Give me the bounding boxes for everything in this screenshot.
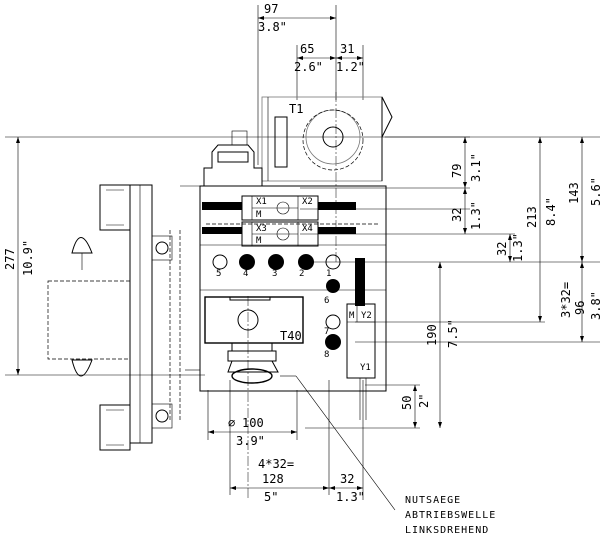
dim-190-in: 7.5" (446, 319, 460, 348)
dim-143-in: 5.6" (589, 177, 603, 206)
dim-4x32-mm: 128 (262, 472, 284, 486)
dim-213-mm: 213 (525, 206, 539, 228)
label-m-y2: M (349, 311, 355, 321)
dim-dia-in: 3.9" (236, 434, 265, 448)
dim-3x32-mm: 96 (573, 301, 587, 315)
dim-31-mm: 31 (340, 42, 354, 56)
note-block: NUTSAEGE ABTRIEBSWELLE LINKSDREHEND (405, 495, 496, 536)
dim-3x32-in: 3.8" (589, 291, 603, 320)
hole-label-5: 5 (216, 269, 221, 279)
dim-32-bottom-mm: 32 (340, 472, 354, 486)
note-line-3: LINKSDREHEND (405, 525, 489, 536)
dim-50-in: 2" (417, 394, 431, 408)
diameter-symbol: ⌀ (228, 416, 235, 430)
label-x2: X2 (302, 197, 313, 207)
dim-4x32-in: 5" (264, 490, 278, 504)
label-x4: X4 (302, 224, 313, 234)
hole-label-8: 8 (324, 350, 329, 360)
dim-65-in: 2.6" (294, 60, 323, 74)
label-t40: T40 (280, 329, 302, 343)
dim-dia-mm: 100 (242, 416, 264, 430)
hole-label-4: 4 (243, 269, 248, 279)
dim-3x32-label: 3*32= (559, 282, 573, 318)
dim-4x32-label: 4*32= (258, 457, 294, 471)
hole-label-6: 6 (324, 296, 329, 306)
dim-65-mm: 65 (300, 42, 314, 56)
dim-79-in: 3.1" (469, 153, 483, 182)
drawing-geometry (5, 5, 600, 511)
label-x1: X1 (256, 197, 267, 207)
dim-32-bottom-in: 1.3" (336, 490, 365, 504)
dim-190-mm: 190 (425, 324, 439, 346)
dim-79-mm: 79 (450, 164, 464, 178)
dim-50-mm: 50 (400, 396, 414, 410)
dim-97-in: 3.8" (258, 20, 287, 34)
dim-32b-in: 1.3" (511, 233, 525, 262)
dim-213-in: 8.4" (544, 197, 558, 226)
dim-32a-in: 1.3" (469, 201, 483, 230)
label-y2: Y2 (361, 311, 372, 321)
dimension-labels: 97 3.8" 65 2.6" 31 1.2" 277 10.9" 79 3.1… (3, 2, 603, 504)
label-x3: X3 (256, 224, 267, 234)
label-t1: T1 (289, 102, 303, 116)
hole-label-3: 3 (272, 269, 277, 279)
dim-277-in: 10.9" (21, 240, 35, 276)
dim-97-mm: 97 (264, 2, 278, 16)
label-m-top2: M (256, 236, 262, 246)
dim-143-mm: 143 (567, 182, 581, 204)
hole-label-1: 1 (326, 269, 331, 279)
note-line-1: NUTSAEGE (405, 495, 461, 506)
label-m-top1: M (256, 210, 262, 220)
hole-label-7: 7 (324, 327, 329, 337)
hole-label-2: 2 (299, 269, 304, 279)
note-line-2: ABTRIEBSWELLE (405, 510, 496, 521)
dim-32a-mm: 32 (450, 208, 464, 222)
dim-277-mm: 277 (3, 248, 17, 270)
component-labels: T1 T40 X1 M X2 X3 M X4 M Y2 Y1 5 4 3 2 1… (216, 102, 372, 373)
dim-31-in: 1.2" (336, 60, 365, 74)
dim-32b-mm: 32 (495, 242, 509, 256)
label-y1: Y1 (360, 363, 371, 373)
